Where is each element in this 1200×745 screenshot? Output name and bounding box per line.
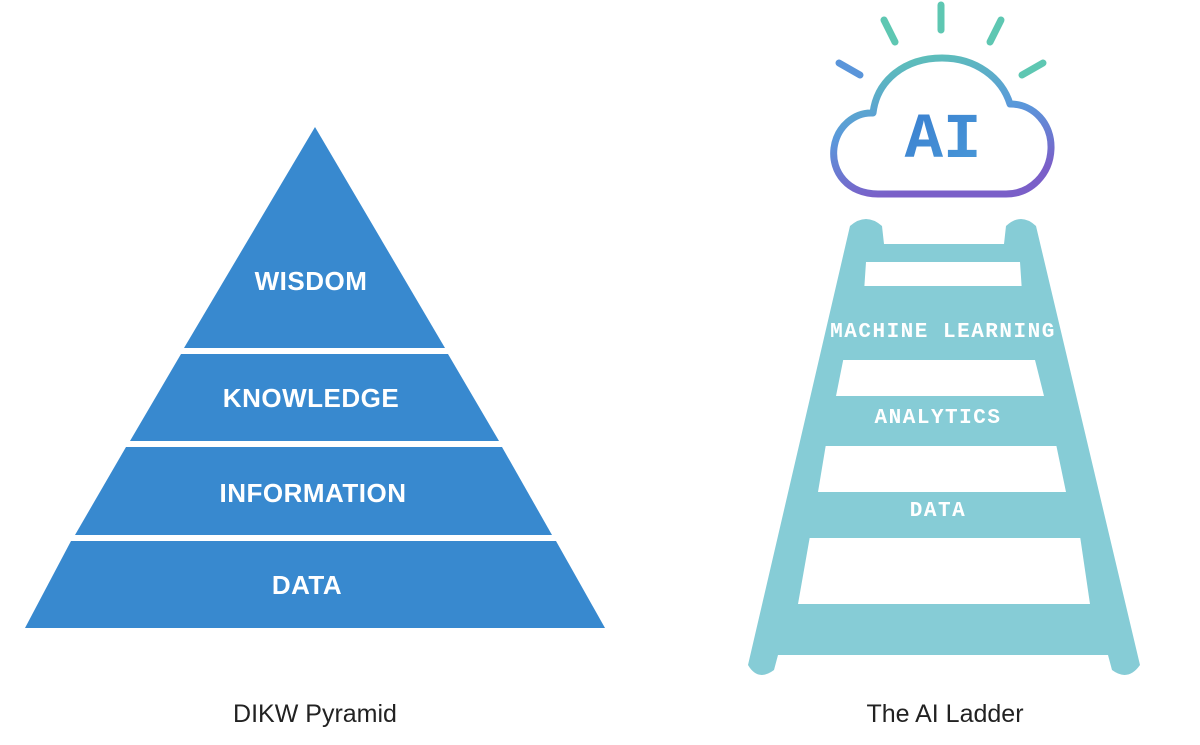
ladder-label-data: DATA (910, 500, 966, 523)
pyramid-level-knowledge (130, 354, 499, 441)
pyramid-label-wisdom: WISDOM (255, 266, 368, 296)
cloud-rays-icon (835, 1, 1047, 79)
pyramid-label-knowledge: KNOWLEDGE (223, 383, 399, 413)
cloud-icon (830, 54, 1055, 198)
cloud-ai-text: AI (905, 105, 982, 177)
rung-ledge-3 (818, 436, 1068, 446)
pyramid-label-information: INFORMATION (220, 478, 407, 508)
pyramid-caption: DIKW Pyramid (233, 700, 397, 728)
pyramid-level-information (75, 447, 552, 535)
ai-ladder: MACHINE LEARNING ANALYTICS DATA (748, 219, 1140, 675)
ladder-frame (748, 219, 1140, 675)
pyramid-label-data: DATA (272, 570, 342, 600)
ai-cloud: AI (830, 1, 1055, 198)
rung-ledge-1 (856, 286, 1034, 296)
rung-ledge-2 (836, 350, 1048, 360)
ladder-label-machine-learning: MACHINE LEARNING (830, 321, 1056, 344)
pyramid-level-data (25, 541, 605, 628)
ladder-rung-ledges (802, 286, 1090, 538)
ladder-label-analytics: ANALYTICS (875, 407, 1002, 430)
dikw-pyramid: WISDOM KNOWLEDGE INFORMATION DATA (25, 127, 605, 628)
ladder-caption: The AI Ladder (866, 700, 1024, 728)
pyramid-level-wisdom (184, 127, 445, 348)
rung-ledge-4 (802, 528, 1090, 538)
